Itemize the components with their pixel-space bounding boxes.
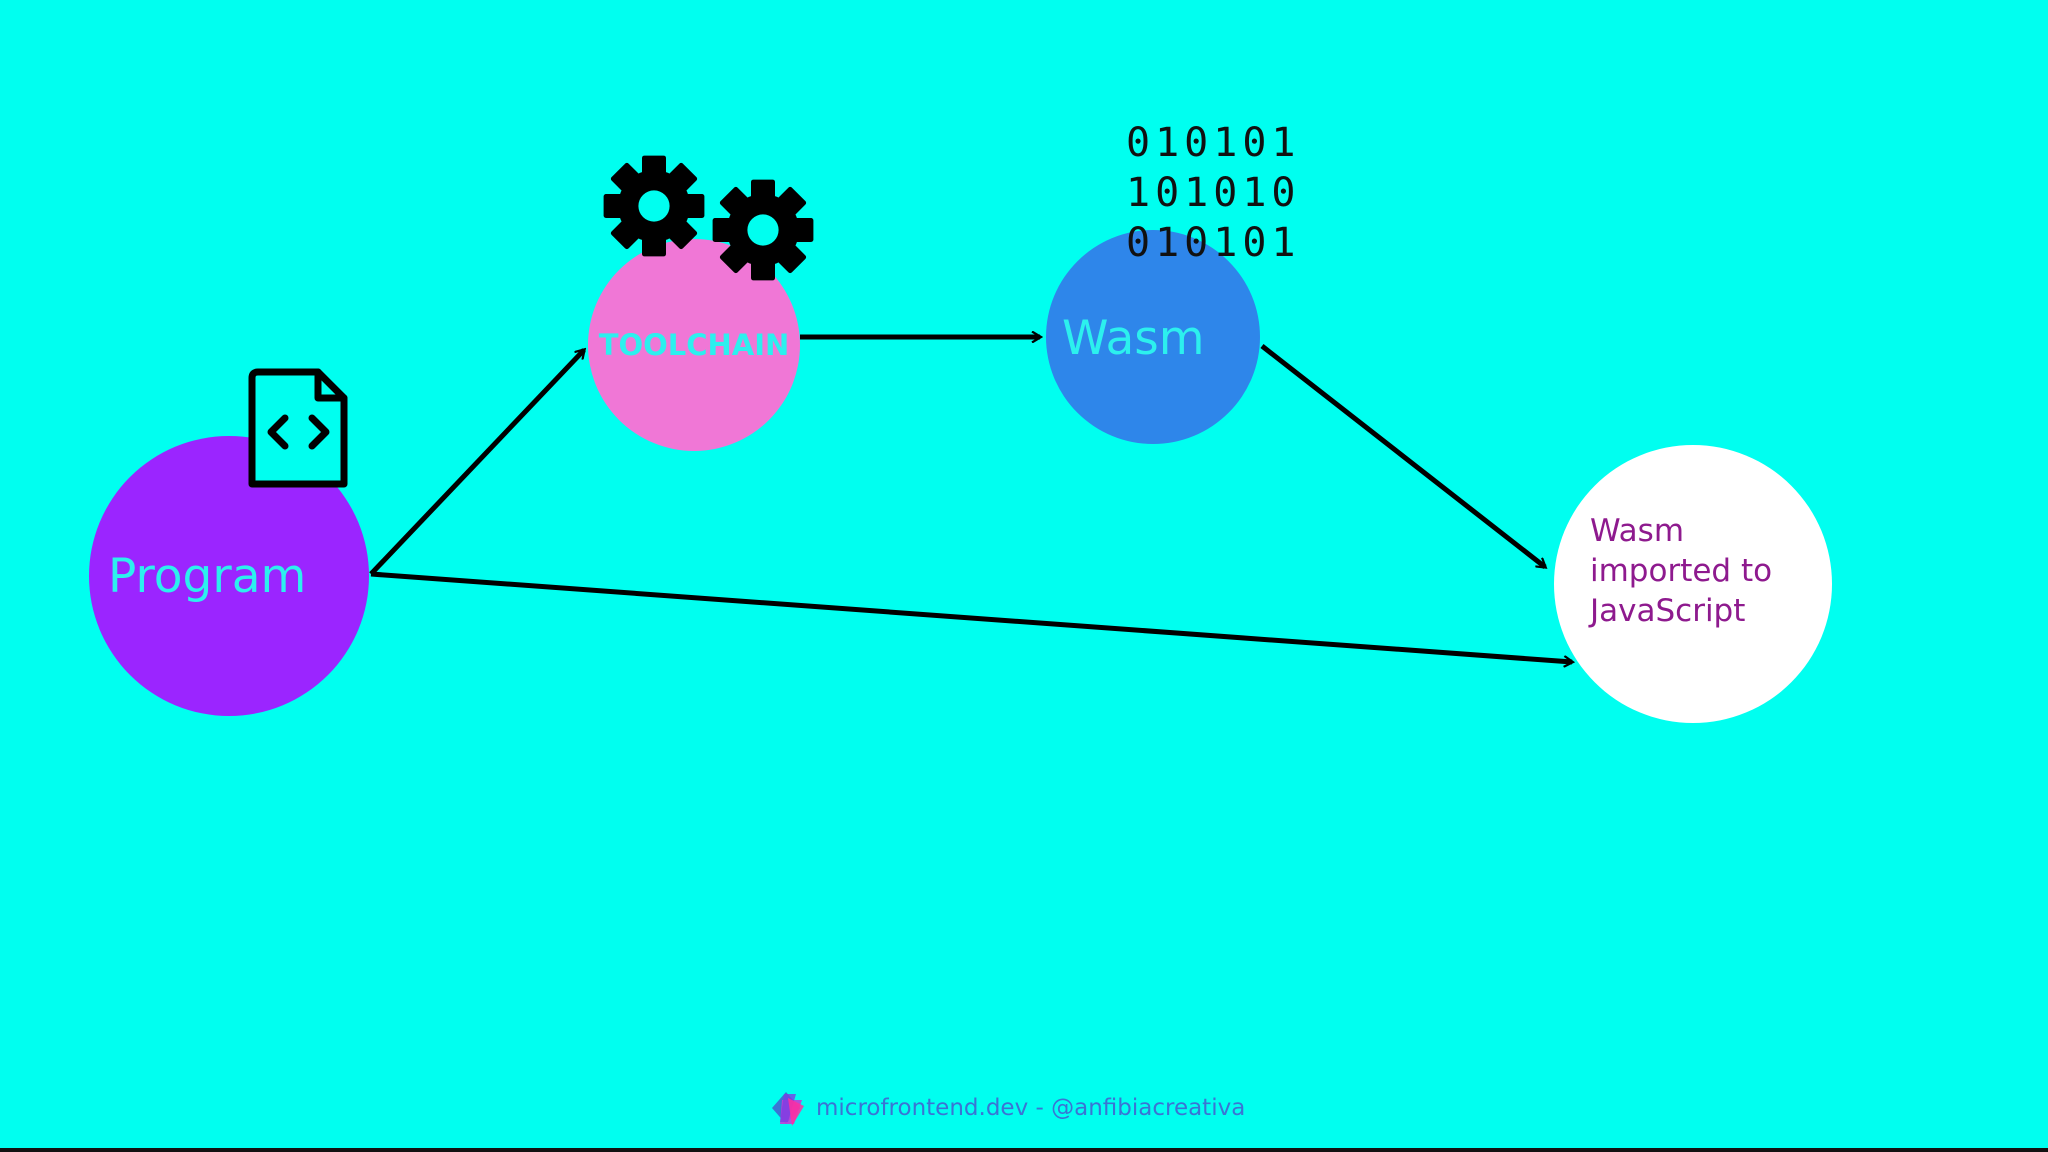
arrow-program-to-imported (370, 571, 1572, 662)
footer: microfrontend.dev - @anfibiacreativa (766, 1086, 1245, 1130)
bottom-rule (0, 1148, 2048, 1152)
imported-label-line-3: JavaScript (1588, 593, 1745, 629)
wasm-circle (1046, 230, 1260, 444)
connector-arrows (369, 337, 1572, 662)
footer-text: microfrontend.dev - @anfibiacreativa (816, 1095, 1246, 1121)
imported-label-line-1: Wasm (1590, 513, 1684, 549)
imported-circle (1554, 445, 1832, 723)
binary-line: 010101 (1126, 220, 1301, 266)
node-imported: Wasm imported to JavaScript (1554, 445, 1832, 723)
arrow-wasm-to-imported (1260, 344, 1545, 569)
program-label: Program (108, 549, 306, 604)
gear-icon (603, 155, 705, 257)
node-toolchain: TOOLCHAIN (588, 239, 800, 451)
node-program: Program (89, 436, 369, 716)
binary-line: 010101 (1126, 120, 1301, 166)
imported-label-line-2: imported to (1590, 553, 1772, 589)
binary-line: 101010 (1126, 170, 1301, 216)
binary-digits: 010101 101010 010101 (1126, 118, 1301, 268)
program-circle (89, 436, 369, 716)
logo-icon (772, 1092, 804, 1126)
node-wasm: Wasm (1046, 230, 1260, 444)
arrow-program-to-toolchain (369, 350, 584, 576)
toolchain-label: TOOLCHAIN (599, 328, 790, 362)
wasm-label: Wasm (1062, 311, 1205, 366)
gear-icon (712, 179, 814, 281)
code-file-icon (248, 368, 348, 488)
toolchain-circle (588, 239, 800, 451)
